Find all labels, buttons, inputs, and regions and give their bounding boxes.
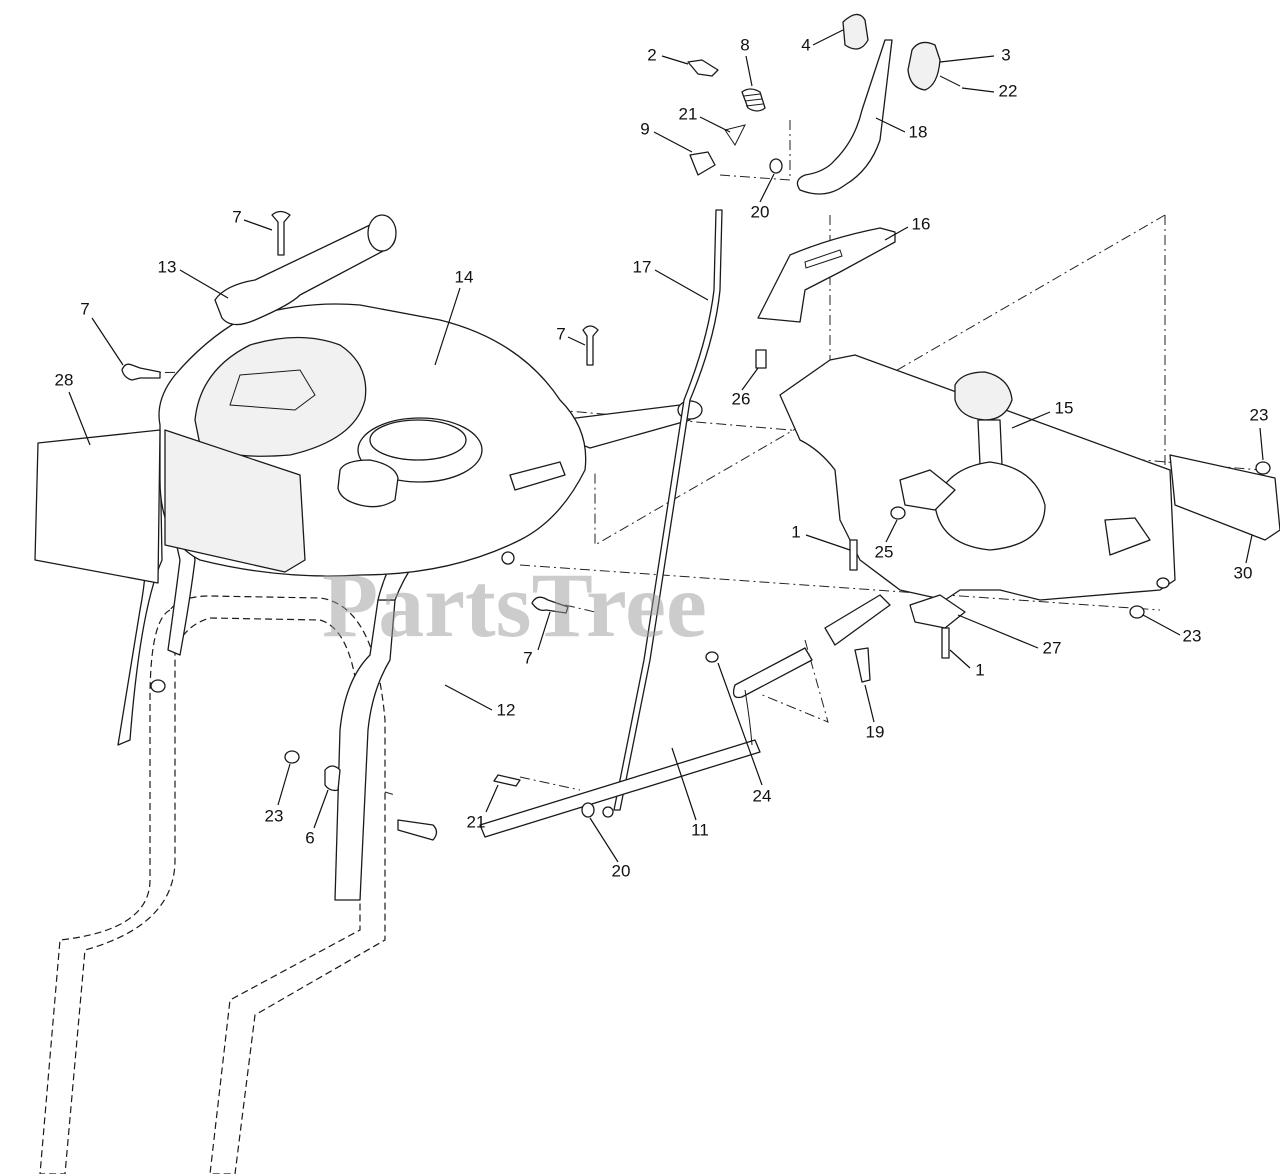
callout-2: 2 [647,45,656,64]
callout-15: 15 [1055,398,1074,417]
chute-bracket [1169,454,1280,541]
callout-7: 7 [523,648,532,667]
lower-handle [39,595,386,1174]
callout-27: 27 [1043,638,1062,657]
callout-21: 21 [679,104,698,123]
callout-7: 7 [232,207,241,226]
callout-7: 7 [80,299,89,318]
callout-19: 19 [866,722,885,741]
callout-22: 22 [999,81,1018,100]
callout-1: 1 [975,660,984,679]
chute-control-housing [779,354,1176,601]
callout-4: 4 [801,35,810,54]
shift-rod [479,647,813,838]
callout-30: 30 [1234,563,1253,582]
callout-11: 11 [691,820,709,839]
callout-3: 3 [1001,45,1010,64]
callout-1: 1 [791,522,800,541]
callout-13: 13 [158,257,177,276]
shift-gear-plate [755,227,896,369]
callout-14: 14 [455,267,474,286]
callout-23: 23 [1250,405,1269,424]
callout-17: 17 [633,257,652,276]
callout-18: 18 [909,122,928,141]
decal [34,429,161,584]
leader-lines [68,29,1264,863]
callout-25: 25 [875,542,894,561]
callout-20: 20 [612,861,631,880]
fasteners [150,469,1170,841]
callout-6: 6 [305,828,314,847]
control-rod [613,209,723,811]
dash-panel [158,303,587,577]
callout-26: 26 [732,389,751,408]
callout-24: 24 [753,786,772,805]
callout-8: 8 [740,35,749,54]
pins [121,210,599,614]
callout-28: 28 [55,370,74,389]
callout-21: 21 [467,812,486,831]
callout-7: 7 [556,324,565,343]
handle-crossbar [214,214,397,326]
callout-23: 23 [265,806,284,825]
callout-9: 9 [640,119,649,138]
callout-12: 12 [497,700,516,719]
watermark-text: PartsTree [322,554,707,656]
callout-20: 20 [751,202,770,221]
callout-23: 23 [1183,626,1202,645]
shift-lever-assembly [687,13,961,195]
callout-16: 16 [912,214,931,233]
